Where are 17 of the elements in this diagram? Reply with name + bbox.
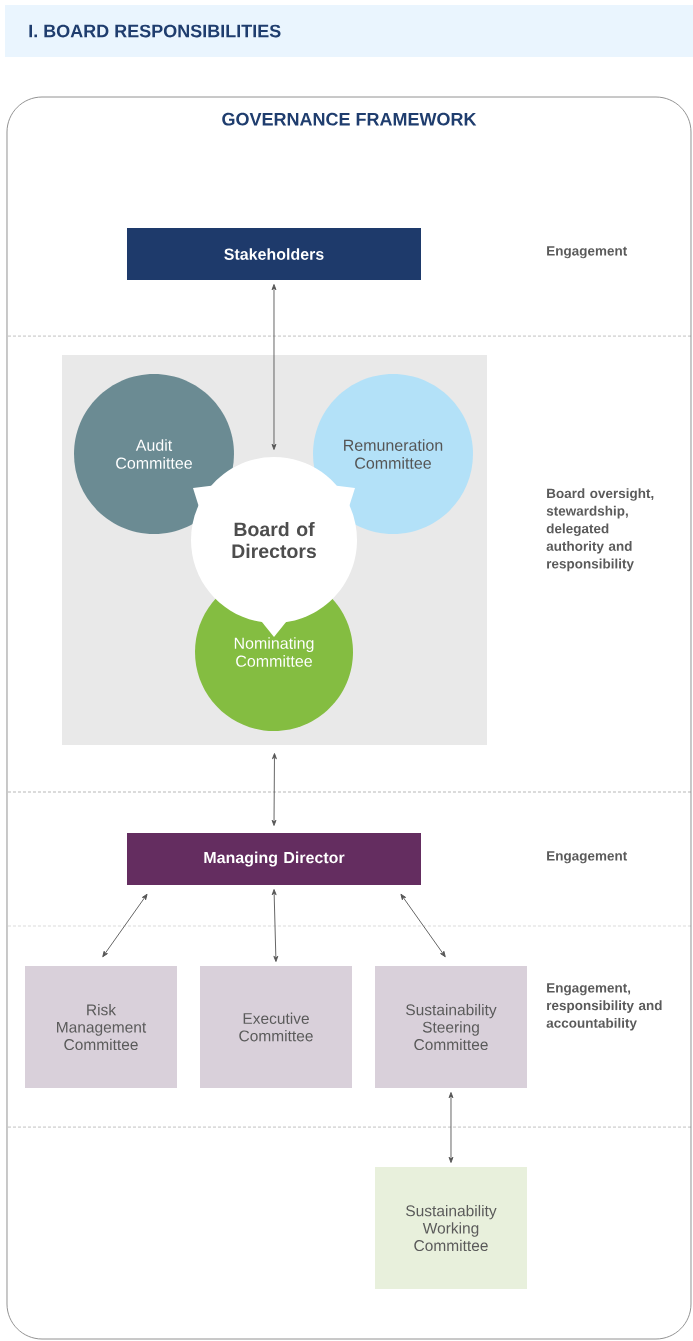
side-label: Engagement bbox=[547, 246, 628, 259]
committee-box: Executive Committee bbox=[200, 966, 352, 1088]
committee-box: Sustainability Working Committee bbox=[375, 1167, 527, 1289]
side-label: Engagement, responsibility and accountability bbox=[546, 983, 662, 1031]
arrow bbox=[448, 1092, 454, 1163]
committee-box: Risk Management Committee bbox=[25, 966, 177, 1088]
arrow bbox=[400, 893, 446, 958]
arrow bbox=[271, 284, 277, 450]
stakeholder-box: Stakeholders bbox=[127, 228, 421, 280]
arrow bbox=[271, 753, 277, 826]
arrow bbox=[271, 889, 279, 962]
side-label: Board oversight, stewardship, delegated authority and responsibility bbox=[546, 488, 654, 572]
header-band: I. BOARD RESPONSIBILITIES bbox=[5, 5, 693, 57]
side-label: Engagement bbox=[547, 851, 628, 864]
arrow bbox=[102, 893, 148, 958]
committee-box: Sustainability Steering Committee bbox=[375, 966, 527, 1088]
director-box: Managing Director bbox=[127, 833, 421, 885]
